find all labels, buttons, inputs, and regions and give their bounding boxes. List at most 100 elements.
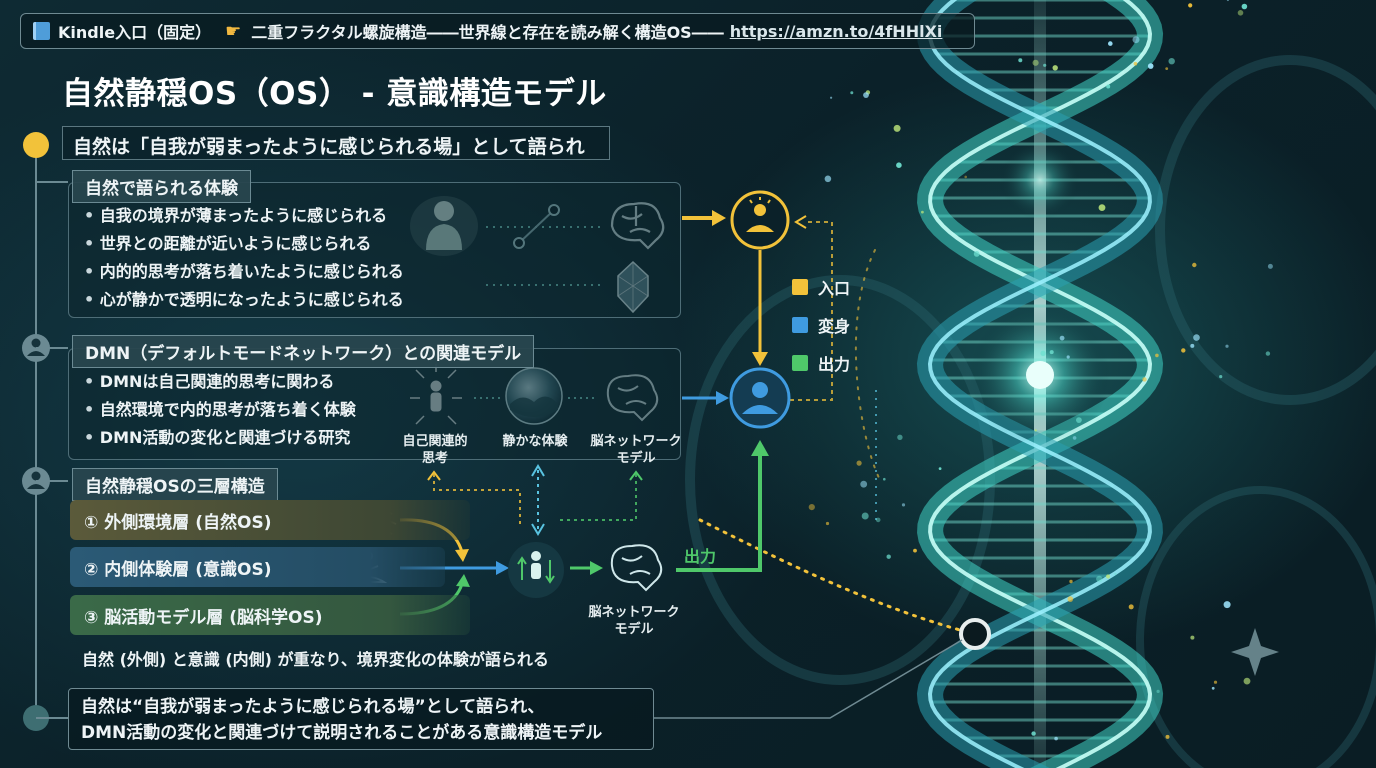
legend-transform: 変身 [792,313,850,337]
particle [1106,574,1111,579]
particle [1114,572,1117,576]
particle [1219,375,1223,379]
pointing-hand-icon: ☛ [225,20,242,42]
particle [1188,3,1193,8]
particle [913,548,917,553]
particle [893,124,901,132]
particle [1237,10,1244,16]
connection-node [959,618,991,650]
particle [1147,63,1154,69]
legend-label: 出力 [818,355,851,374]
particle [1241,3,1248,10]
section2-bullets: DMNは自己関連的思考に関わる 自然環境で内的思考が落ち着く体験 DMN活動の変… [84,368,356,452]
particle [1106,84,1111,89]
particle [1243,677,1251,685]
legend-entry: 入口 [792,275,850,299]
section1-tag: 自然で語られる体験 [72,170,251,203]
output-label: 出力 [684,547,717,566]
legend-swatch [792,317,808,333]
legend-swatch [792,279,808,295]
particle [1076,417,1082,423]
particle [964,175,967,179]
particle [1132,36,1140,44]
kindle-label: Kindle入口（固定） [58,23,212,42]
particle [1054,736,1058,741]
particle [1223,601,1231,609]
particle [1034,429,1037,432]
particle [856,460,862,466]
layer-inner-experience: ② 内側体験層 (意識OS) [70,547,445,587]
particle [1043,63,1047,67]
particle [1096,575,1103,583]
layer-outer-environment: ① 外側環境層 (自然OS) [70,500,470,540]
kindle-banner: Kindle入口（固定） ☛ 二重フラクタル螺旋構造――世界線と存在を読み解く構… [20,13,975,49]
particle [1225,344,1229,348]
legend: 入口 変身 出力 [792,275,850,375]
summary-line-2: DMN活動の変化と関連づけて説明されることがある意識構造モデル [81,723,603,743]
particle [896,162,902,168]
particle [1067,596,1074,602]
sparkle-icon [1231,628,1279,676]
particle [1142,377,1147,382]
particle [1128,604,1134,610]
particle [861,512,869,520]
amazon-link[interactable]: https://amzn.to/4fHHlXi [729,21,943,41]
layer-brain-model: ③ 脳活動モデル層 (脳科学OS) [70,595,470,635]
legend-label: 変身 [818,317,851,336]
section1-bullets: 自我の境界が薄まったように感じられる 世界との距離が近いように感じられる 内的的… [84,202,404,314]
particle [1066,355,1070,359]
particle [1098,204,1106,212]
particle [1265,351,1271,356]
particle [1211,686,1215,690]
particle [1059,335,1065,341]
particle [1018,58,1023,63]
list-item: DMN活動の変化と関連づける研究 [84,424,356,452]
particle [830,96,833,99]
particle [1168,58,1175,65]
particle [1165,734,1170,739]
summary-line-1: 自然は“自我が弱まったように感じられる場”として語られ、 [81,697,545,717]
particle [1190,635,1195,640]
particle [1155,353,1159,358]
particle [850,91,854,95]
particle [938,467,942,470]
particle [897,434,903,440]
book-title: 二重フラクタル螺旋構造――世界線と存在を読み解く構造OS―― [251,23,724,42]
particle [1226,0,1229,2]
particle [860,480,868,488]
particle [1181,348,1186,353]
particle [1213,680,1218,684]
particle [1040,350,1046,356]
particle [863,92,869,98]
particle [1072,436,1077,440]
list-item: 自然環境で内的思考が落ち着く体験 [84,396,356,424]
caption-quiet-experience: 静かな体験 [502,434,568,449]
particle [1267,263,1273,269]
section3-note: 自然 (外側) と意識 (内側) が重なり、境界変化の体験が語られる [82,650,549,669]
summary-box: 自然は“自我が弱まったように感じられる場”として語られ、 DMN活動の変化と関連… [68,688,654,750]
particle [1156,689,1160,694]
output-brain-caption: 脳ネットワークモデル [588,605,680,637]
particle [973,251,980,257]
particle [1032,59,1039,66]
list-item: DMNは自己関連的思考に関わる [84,368,356,396]
legend-swatch [792,355,808,371]
section3-tag: 自然静穏OSの三層構造 [72,468,278,501]
list-item: 自我の境界が薄まったように感じられる [84,202,404,230]
headline: 自然は「自我が弱まったように感じられる場」として語られ [62,126,610,160]
particle [901,503,906,507]
list-item: 心が静かで透明になったように感じられる [84,286,404,314]
particle [1031,731,1036,736]
caption-brain-network: 脳ネットワークモデル [590,434,682,466]
book-icon [33,22,50,40]
particle [875,517,881,523]
particle [1052,65,1058,71]
particle [1049,350,1054,355]
caption-self-thought: 自己関連的思考 [402,434,468,466]
legend-label: 入口 [818,279,851,298]
particle [1069,579,1073,584]
list-item: 世界との距離が近いように感じられる [84,230,404,258]
particle [824,175,832,183]
particle [1133,61,1138,66]
